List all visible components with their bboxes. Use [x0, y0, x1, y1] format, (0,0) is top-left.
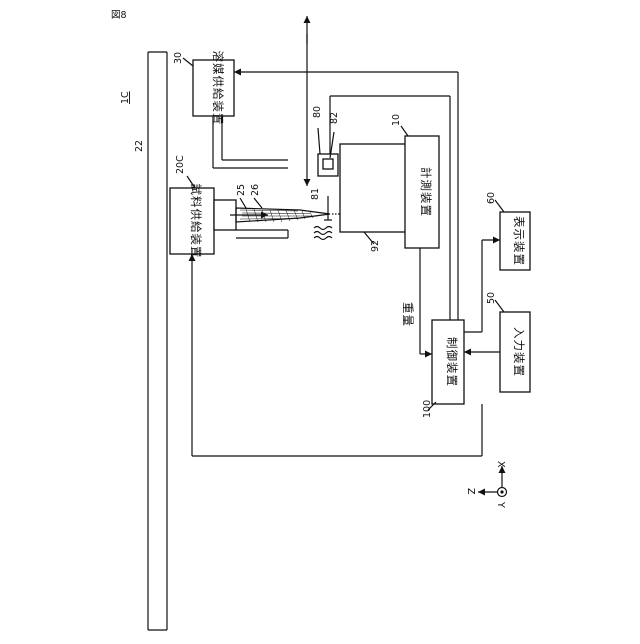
- solvent-supply-label: 溶媒供給装置: [211, 51, 225, 126]
- input-ref: 50: [486, 292, 497, 304]
- control-ref: 100: [422, 400, 433, 418]
- system-label: 1C: [120, 91, 131, 104]
- ref-25: 25: [236, 184, 247, 196]
- ref-26: 26: [250, 184, 261, 196]
- measurement-plate: [340, 144, 408, 232]
- ref-81: 81: [310, 188, 321, 200]
- axis-x-label: X: [495, 461, 506, 468]
- display-ref: 60: [486, 192, 497, 204]
- heater-waves: [314, 227, 332, 240]
- sample-supply-ref: 20C: [175, 155, 186, 174]
- ref-80: 80: [312, 106, 323, 118]
- sample-supply-label: 試料供給装置: [189, 184, 203, 259]
- ref-82: 82: [329, 112, 340, 124]
- control-label: 制御装置: [445, 337, 459, 387]
- base-plate: [148, 52, 167, 630]
- input-label: 入力装置: [512, 327, 526, 377]
- camera-lens: [323, 159, 333, 169]
- display-label: 表示装置: [512, 216, 526, 266]
- figure-label: 図8: [111, 10, 127, 21]
- axis-y-label: Y: [495, 501, 506, 508]
- axis-indicator: [478, 466, 507, 497]
- axis-z-label: Z: [465, 488, 476, 495]
- weight-signal-line: [420, 248, 432, 354]
- solvent-supply-ref: 30: [173, 52, 184, 64]
- weight-label: 重量: [401, 302, 415, 327]
- control-to-display-line: [464, 240, 500, 332]
- base-ref: 22: [134, 140, 145, 152]
- measurement-label: 計測装置: [419, 167, 433, 217]
- measurement-ref: 10: [391, 114, 402, 126]
